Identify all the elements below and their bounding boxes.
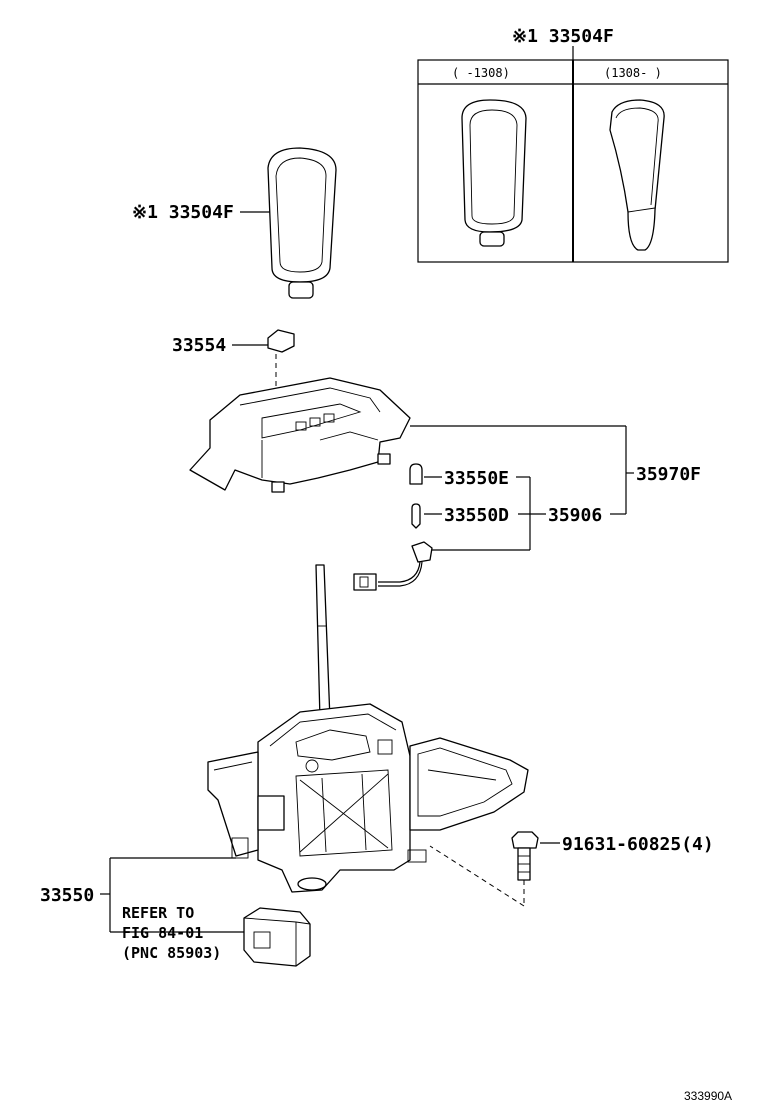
- refer-note: REFER TO FIG 84-01 (PNC 85903): [122, 904, 221, 962]
- caption-after-1308: (1308- ): [604, 66, 662, 80]
- refer-line-2: FIG 84-01: [122, 924, 203, 942]
- caption-before-1308: ( -1308): [452, 66, 510, 80]
- clip-33554-icon: 33554: [172, 329, 295, 420]
- shift-knob-late-icon: [609, 99, 665, 251]
- refer-line-1: REFER TO: [122, 904, 194, 922]
- bulb-33550D-icon: 33550D: [411, 503, 509, 529]
- refer-line-3: (PNC 85903): [122, 944, 221, 962]
- bulb-socket-wire-icon: [353, 541, 433, 591]
- label-knob-box-part: ※1 33504F: [512, 26, 614, 47]
- shift-lever-assembly-icon: [207, 564, 529, 893]
- ecu-module-icon: [243, 907, 311, 967]
- shift-knob-icon: ※1 33504F: [132, 147, 337, 299]
- knob-variant-box: ※1 33504F ( -1308) (1308- ): [417, 26, 729, 263]
- label-33554: 33554: [172, 335, 226, 356]
- bulb-33550E-icon: 33550E: [409, 463, 530, 489]
- label-33550E: 33550E: [444, 468, 509, 489]
- label-knob-part: ※1 33504F: [132, 202, 234, 223]
- label-91631-60825: 91631-60825(4): [562, 834, 714, 855]
- label-35970F: 35970F: [636, 464, 701, 485]
- label-35906: 35906: [548, 505, 602, 526]
- shift-knob-early-icon: [461, 99, 527, 247]
- bolt-91631-icon: [429, 831, 539, 907]
- indicator-housing-icon: [189, 377, 411, 493]
- label-33550: 33550: [40, 885, 94, 906]
- label-33550D: 33550D: [444, 505, 509, 526]
- diagram-code: 333990A: [684, 1089, 732, 1103]
